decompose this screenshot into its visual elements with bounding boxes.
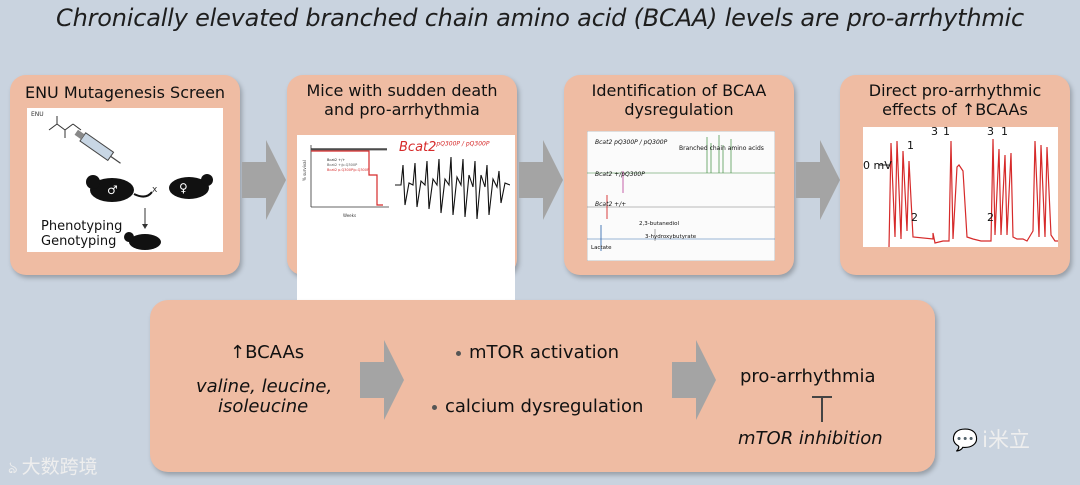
pro-arrhythmia-label: pro-arrhythmia [740, 366, 876, 387]
male-mouse-icon: ♂ [86, 175, 153, 202]
nmr-peak-hydroxybutyrate: 3-hydroxybutyrate [645, 234, 697, 240]
calcium-dysregulation-label: calcium dysregulation [445, 396, 644, 417]
amino-acids-line2: isoleucine [218, 396, 309, 417]
watermark-left-text: 大数跨境 [21, 456, 98, 478]
syringe-icon [74, 129, 121, 164]
mark-1b: 1 [943, 125, 950, 138]
panel-bcaa-dysregulation: Identification of BCAA dysregulation Bra… [564, 75, 794, 275]
enu-molecule-icon [48, 116, 82, 138]
nmr-peak-butanediol: 2,3-butanediol [639, 221, 680, 227]
nmr-spectra-plot [586, 130, 776, 262]
survival-line-homozygous [311, 150, 383, 206]
panel-pro-arrhythmic-effects: Direct pro-arrhythmic effects of ↑BCAAs … [840, 75, 1070, 275]
mtor-inhibition-label: mTOR inhibition [738, 428, 883, 449]
mechanism-item-calcium: calcium dysregulation [432, 396, 643, 417]
panel-title-line1: Direct pro-arrhythmic [868, 81, 1042, 100]
chat-bubble-icon: 💬 [952, 428, 979, 452]
bcaa-label: ↑BCAAs [230, 342, 305, 363]
nmr-header-label: Branched chain amino acids [679, 145, 764, 152]
ecg-trace-line [395, 156, 511, 220]
panel-title-line2: and pro-arrhythmia [324, 100, 480, 119]
survival-xlabel: Weeks [343, 213, 356, 218]
survival-curve-plot: % survival Weeks Bcat2 +/+ Bcat2 +/p.Q30… [302, 145, 389, 218]
mechanism-arrow-1 [360, 340, 404, 420]
flow-arrow-2 [519, 140, 563, 220]
panel-title-line2: dysregulation [624, 100, 734, 119]
flow-arrow-1 [242, 140, 286, 220]
panel-title: ENU Mutagenesis Screen [24, 83, 226, 102]
enu-screen-inset: ENU ♂ x ♀ [27, 108, 223, 252]
legend-het: Bcat2 +/p.Q300P [327, 163, 357, 167]
ecg-genotype-sup: pQ300P / pQ300P [436, 140, 490, 148]
survival-curve-inset: % survival Weeks Bcat2 +/+ Bcat2 +/p.Q30… [297, 135, 393, 227]
cross-sign: x [152, 185, 158, 195]
amino-acids-line1: valine, leucine, [196, 376, 333, 397]
action-potential-trace [888, 138, 1058, 248]
panel-title-line1: Mice with sudden death [306, 81, 498, 100]
zero-mv-label: 0 mV [863, 159, 892, 172]
svg-text:♂: ♂ [107, 183, 118, 197]
legend-homozygous: Bcat2 p.Q300P/p.Q300P [327, 168, 369, 172]
mark-2b: 2 [987, 211, 994, 224]
mark-1c: 1 [1001, 125, 1008, 138]
mark-3a: 3 [931, 125, 938, 138]
nmr-spectra-inset: Branched chain amino acids Bcat2 pQ300P … [586, 130, 776, 262]
watermark-logo-icon: ঌ [8, 458, 18, 477]
svg-text:♀: ♀ [179, 181, 188, 195]
mark-2a: 2 [911, 211, 918, 224]
flow-arrow-3 [796, 140, 840, 220]
mtor-activation-label: mTOR activation [469, 342, 620, 363]
watermark-right-text: i米立 [982, 428, 1030, 452]
bullet-icon [456, 350, 461, 356]
legend-wildtype: Bcat2 +/+ [327, 158, 345, 162]
panel-title-line1: Identification of BCAA [591, 81, 767, 100]
enu-label: ENU [31, 111, 44, 118]
nmr-peak-lactate: Lactate [591, 245, 612, 251]
nmr-trace-het: Bcat2 +/pQ300P [595, 171, 645, 178]
phenotyping-label: Phenotyping [41, 219, 123, 234]
mechanism-item-mtor: mTOR activation [456, 342, 619, 363]
panel-enu-screen: ENU Mutagenesis Screen ENU ♂ [10, 75, 240, 275]
figure-title: Chronically elevated branched chain amin… [56, 4, 1024, 32]
female-mouse-icon: ♀ [169, 174, 213, 199]
inhibition-tbar-icon [812, 396, 832, 422]
nmr-trace-homozygous: Bcat2 pQ300P / pQ300P [595, 139, 668, 146]
bullet-icon [432, 404, 437, 410]
mechanism-arrow-2 [672, 340, 716, 420]
watermark-right: 💬i米立 [952, 424, 1030, 454]
genotyping-label: Genotyping [41, 234, 117, 249]
panel-title-line2: effects of ↑BCAAs [882, 100, 1028, 119]
mark-1a: 1 [907, 139, 914, 152]
ecg-trace-inset: Bcat2pQ300P / pQ300P [395, 135, 511, 227]
offspring-mouse-icon [124, 232, 161, 250]
action-potential-inset: 0 mV 1 3 1 3 1 2 2 [863, 125, 1058, 248]
ecg-genotype-name: Bcat2 [399, 140, 437, 155]
enu-screen-illustration: ENU ♂ x ♀ [31, 111, 213, 250]
mark-3b: 3 [987, 125, 994, 138]
action-potential-plot [879, 138, 1058, 248]
ecg-trace-plot [395, 156, 511, 220]
survival-ylabel: % survival [302, 160, 307, 181]
ecg-genotype-label: Bcat2pQ300P / pQ300P [399, 140, 489, 155]
bottom-mechanism-box: ↑BCAAs valine, leucine, isoleucine mTOR … [150, 300, 935, 472]
nmr-trace-wildtype: Bcat2 +/+ [595, 201, 627, 208]
